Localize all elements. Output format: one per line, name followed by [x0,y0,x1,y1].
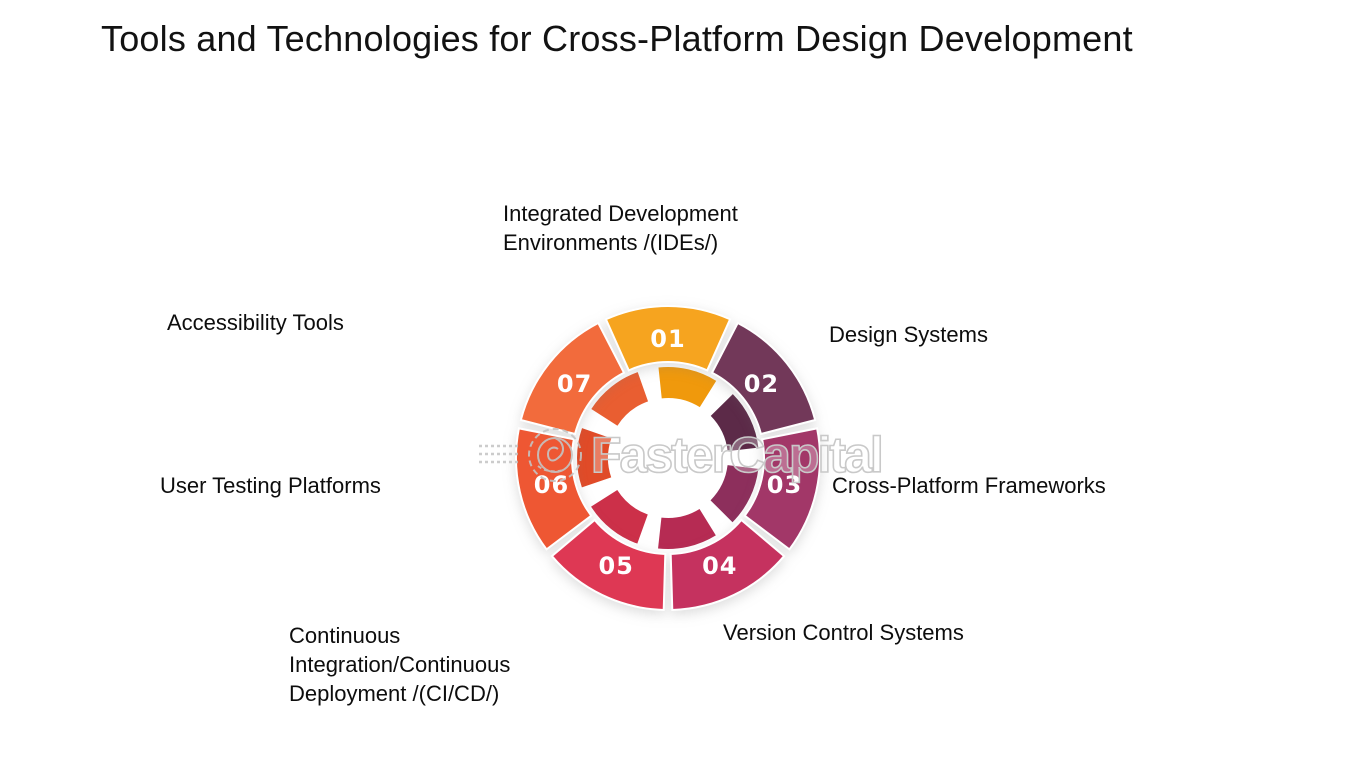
segment-05 [550,518,667,611]
page-title: Tools and Technologies for Cross-Platfor… [101,18,1133,59]
segment-02-inner-arc [710,394,759,452]
segment-number-06: 06 [534,471,569,499]
segment-03-inner-arc [710,465,759,523]
segment-02 [710,321,817,436]
segment-04-inner-arc [658,509,716,549]
segment-number-01: 01 [650,325,685,353]
segment-01-inner-arc [658,367,717,408]
segment-06-inner-arc [576,428,612,488]
label-continuous-integration-deployment: Continuous Integration/Continuous Deploy… [289,623,511,706]
segment-07 [519,321,626,436]
label-version-control-systems: Version Control Systems [723,620,964,645]
segment-number-04: 04 [702,552,737,580]
label-cross-platform-frameworks: Cross-Platform Frameworks [832,473,1106,498]
segment-05-inner-arc [591,490,648,544]
segment-01 [604,305,732,372]
label-accessibility-tools: Accessibility Tools [167,310,344,335]
segment-07-inner-arc [591,372,649,426]
segment-number-07: 07 [557,370,592,398]
segment-number-02: 02 [744,370,779,398]
segment-03 [743,427,821,551]
label-integrated-development-environments: Integrated Development Environments /(ID… [503,201,738,255]
label-user-testing-platforms: User Testing Platforms [160,473,381,498]
segment-number-03: 03 [767,471,802,499]
segment-04 [669,518,786,611]
segment-number-05: 05 [598,552,633,580]
label-design-systems: Design Systems [829,322,988,347]
